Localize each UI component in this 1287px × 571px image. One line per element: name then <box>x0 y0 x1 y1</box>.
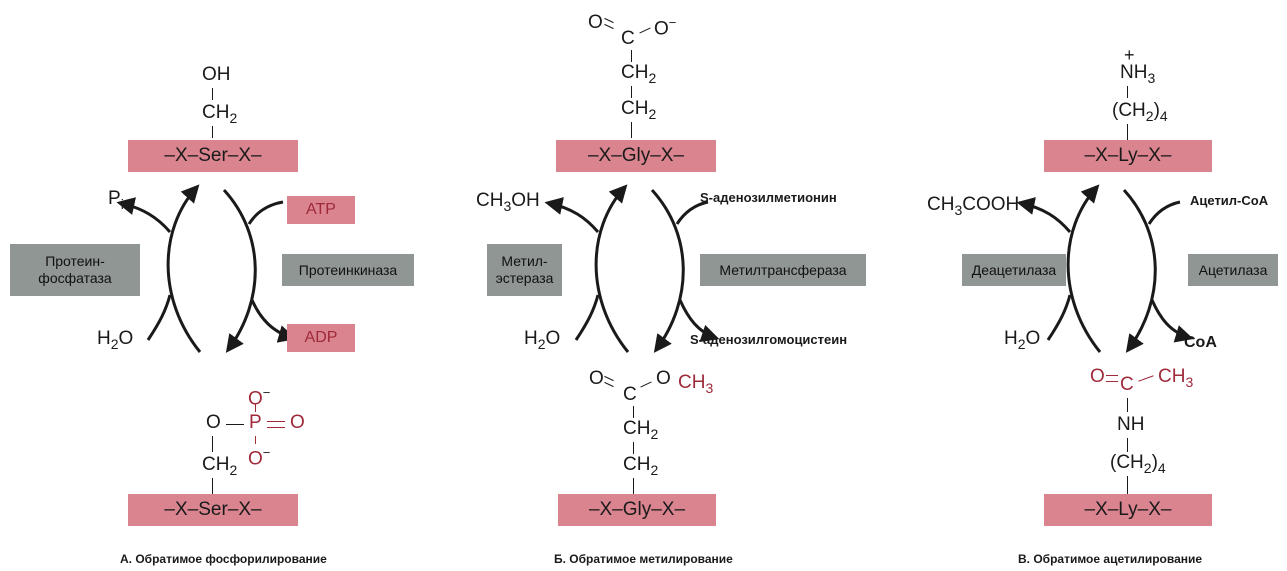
arrow-a-atp <box>247 200 284 225</box>
positive-charge: + <box>1124 45 1135 65</box>
bond <box>631 122 632 138</box>
arrow-c-right-down <box>1122 188 1157 353</box>
enzyme-methyltransferase: Метилтрансфераза <box>700 254 866 286</box>
water-label: H2O <box>524 328 561 352</box>
arrow-b-h2o <box>574 294 600 341</box>
bond <box>633 406 634 418</box>
caption-b: Б. Обратимое метилирование <box>554 552 733 566</box>
arrow-c-coa <box>1150 299 1194 343</box>
arrow-a-pi <box>116 197 172 233</box>
atp-box: ATP <box>287 196 355 224</box>
peptide-lys-top: –X–Ly–X– <box>1044 140 1212 172</box>
bond <box>1127 124 1128 140</box>
phosphorus-label: P <box>249 412 262 433</box>
ch2-label: CH2 <box>623 418 659 442</box>
ch2-label: CH2 <box>621 98 657 122</box>
bond <box>212 126 213 138</box>
bond <box>255 436 256 444</box>
phosphate-o-right: O <box>290 412 305 433</box>
acetyl-methyl: CH3 <box>1158 366 1194 390</box>
bond <box>1127 438 1128 452</box>
caption-c: В. Обратимое ацетилирование <box>1018 552 1203 566</box>
amide-nh-label: NH <box>1117 414 1145 435</box>
water-label: H2O <box>1004 328 1041 352</box>
water-label: H2O <box>97 328 134 352</box>
enzyme-deacetylase: Деацетилаза <box>962 254 1066 286</box>
bond <box>212 478 213 494</box>
bond <box>633 442 634 454</box>
arrow-a-left-up <box>166 184 202 353</box>
adp-box: ADP <box>287 324 355 352</box>
bond <box>1127 398 1128 412</box>
enzyme-protein-kinase: Протеинкиназа <box>282 254 414 286</box>
peptide-ser-top: –X–Ser–X– <box>128 140 298 172</box>
bond <box>226 424 244 425</box>
methyl-group: CH3 <box>678 372 714 396</box>
double-bond <box>1106 375 1118 376</box>
caption-a: А. Обратимое фосфорилирование <box>120 552 327 566</box>
ester-c: C <box>623 384 637 405</box>
bond <box>633 478 634 494</box>
arrow-a-h2o <box>146 294 172 341</box>
ester-o-right: O <box>656 368 671 389</box>
arrow-b-sam <box>675 200 709 225</box>
pi-label: Pi <box>108 188 124 212</box>
phosphate-o-minus-top: O− <box>248 385 271 410</box>
carboxyl-c: C <box>621 28 635 49</box>
arrow-a-right-down <box>222 188 257 353</box>
arrow-c-h2o <box>1046 294 1072 341</box>
ch2-chain-label: (CH2)4 <box>1110 452 1166 476</box>
bond <box>255 404 256 412</box>
double-bond <box>267 427 285 428</box>
enzyme-acetylase: Ацетилаза <box>1188 254 1278 286</box>
acetyl-coa-label: Ацетил-CoA <box>1190 193 1269 208</box>
arrow-c-acetylcoa <box>1147 200 1181 225</box>
enzyme-methylesterase: Метил- эстераза <box>487 244 562 296</box>
double-bond <box>1106 381 1118 382</box>
ch2-label: CH2 <box>202 102 238 126</box>
enzyme-protein-phosphatase: Протеин- фосфатаза <box>10 244 140 296</box>
bond <box>1127 476 1128 494</box>
ch2-label: CH2 <box>621 62 657 86</box>
arrow-b-methanol <box>544 197 600 233</box>
carboxyl-o-left: O <box>588 12 603 33</box>
sam-label: S-аденозилметионин <box>700 190 837 205</box>
arrow-c-left-up <box>1066 184 1102 353</box>
ammonium-label: NH3 <box>1120 62 1156 86</box>
arrow-c-acetic <box>1016 197 1072 233</box>
arrow-b-sah <box>678 299 720 342</box>
arrow-b-left-up <box>594 184 630 353</box>
bond <box>212 88 213 100</box>
hydroxyl-label: OH <box>202 64 231 85</box>
carboxyl-o-right: O− <box>654 15 677 40</box>
peptide-gly-bottom: –X–Gly–X– <box>558 494 716 526</box>
coa-label: CoA <box>1184 334 1217 351</box>
bond <box>631 86 632 98</box>
double-bond <box>267 421 285 422</box>
bond <box>631 50 632 62</box>
sah-label: S-аденозилгомоцистеин <box>690 332 848 347</box>
arrow-b-right-down <box>650 188 685 353</box>
methanol-label: CH3OH <box>476 190 540 214</box>
ch2-chain-label: (CH2)4 <box>1112 100 1168 124</box>
acetic-acid-label: CH3COOH <box>927 194 1020 218</box>
acetyl-c: C <box>1120 374 1134 395</box>
ester-o-left: O <box>589 368 604 389</box>
bond <box>212 436 213 452</box>
peptide-lys-bottom: –X–Ly–X– <box>1044 494 1212 526</box>
peptide-ser-bottom: –X–Ser–X– <box>128 494 298 526</box>
phosphate-o-minus-bottom: O− <box>248 445 271 470</box>
ester-oxygen: O <box>206 412 221 433</box>
ch2-label: CH2 <box>623 454 659 478</box>
bond <box>1127 86 1128 98</box>
ch2-label-bottom: CH2 <box>202 454 238 478</box>
peptide-gly-top: –X–Gly–X– <box>556 140 716 172</box>
acetyl-o: O <box>1090 366 1105 387</box>
